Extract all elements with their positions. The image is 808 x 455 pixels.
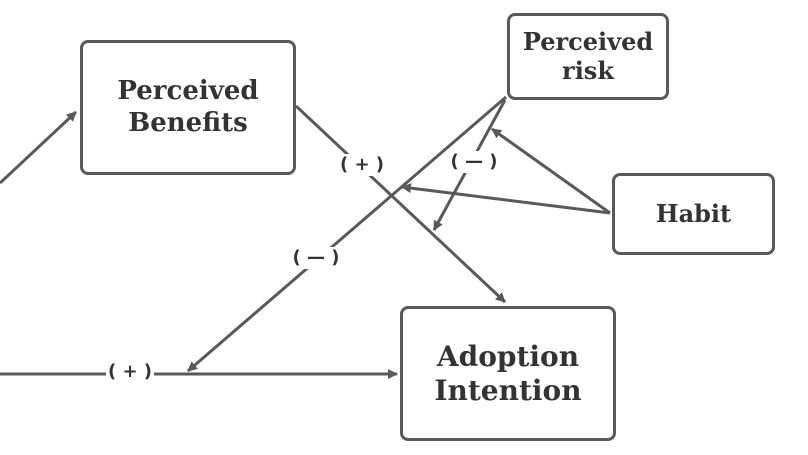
node-perceived-risk: Perceived risk — [507, 13, 669, 100]
node-adoption-intention: Adoption Intention — [400, 306, 616, 441]
edge-risk-to-adoption-path — [187, 95, 507, 373]
node-perceived-benefits: Perceived Benefits — [80, 40, 296, 175]
edge-benefits-to-adoption — [294, 104, 507, 304]
node-habit-label: Habit — [655, 198, 732, 228]
edge-label-benefits-adoption: ( + ) — [337, 154, 387, 176]
node-perceived-benefits-label: Perceived Benefits — [117, 76, 259, 138]
edge-habit-to-crossing — [401, 183, 611, 215]
node-adoption-intention-label: Adoption Intention — [434, 339, 582, 407]
edge-label-risk-adoption: ( — ) — [290, 247, 342, 269]
edge-habit-to-risk — [491, 127, 611, 215]
node-perceived-risk-label: Perceived risk — [522, 26, 654, 85]
edge-label-incoming-adoption: ( + ) — [105, 361, 155, 383]
edge-into-benefits — [0, 110, 78, 185]
node-habit: Habit — [612, 173, 775, 255]
edge-label-risk-moderation: ( — ) — [448, 151, 500, 173]
